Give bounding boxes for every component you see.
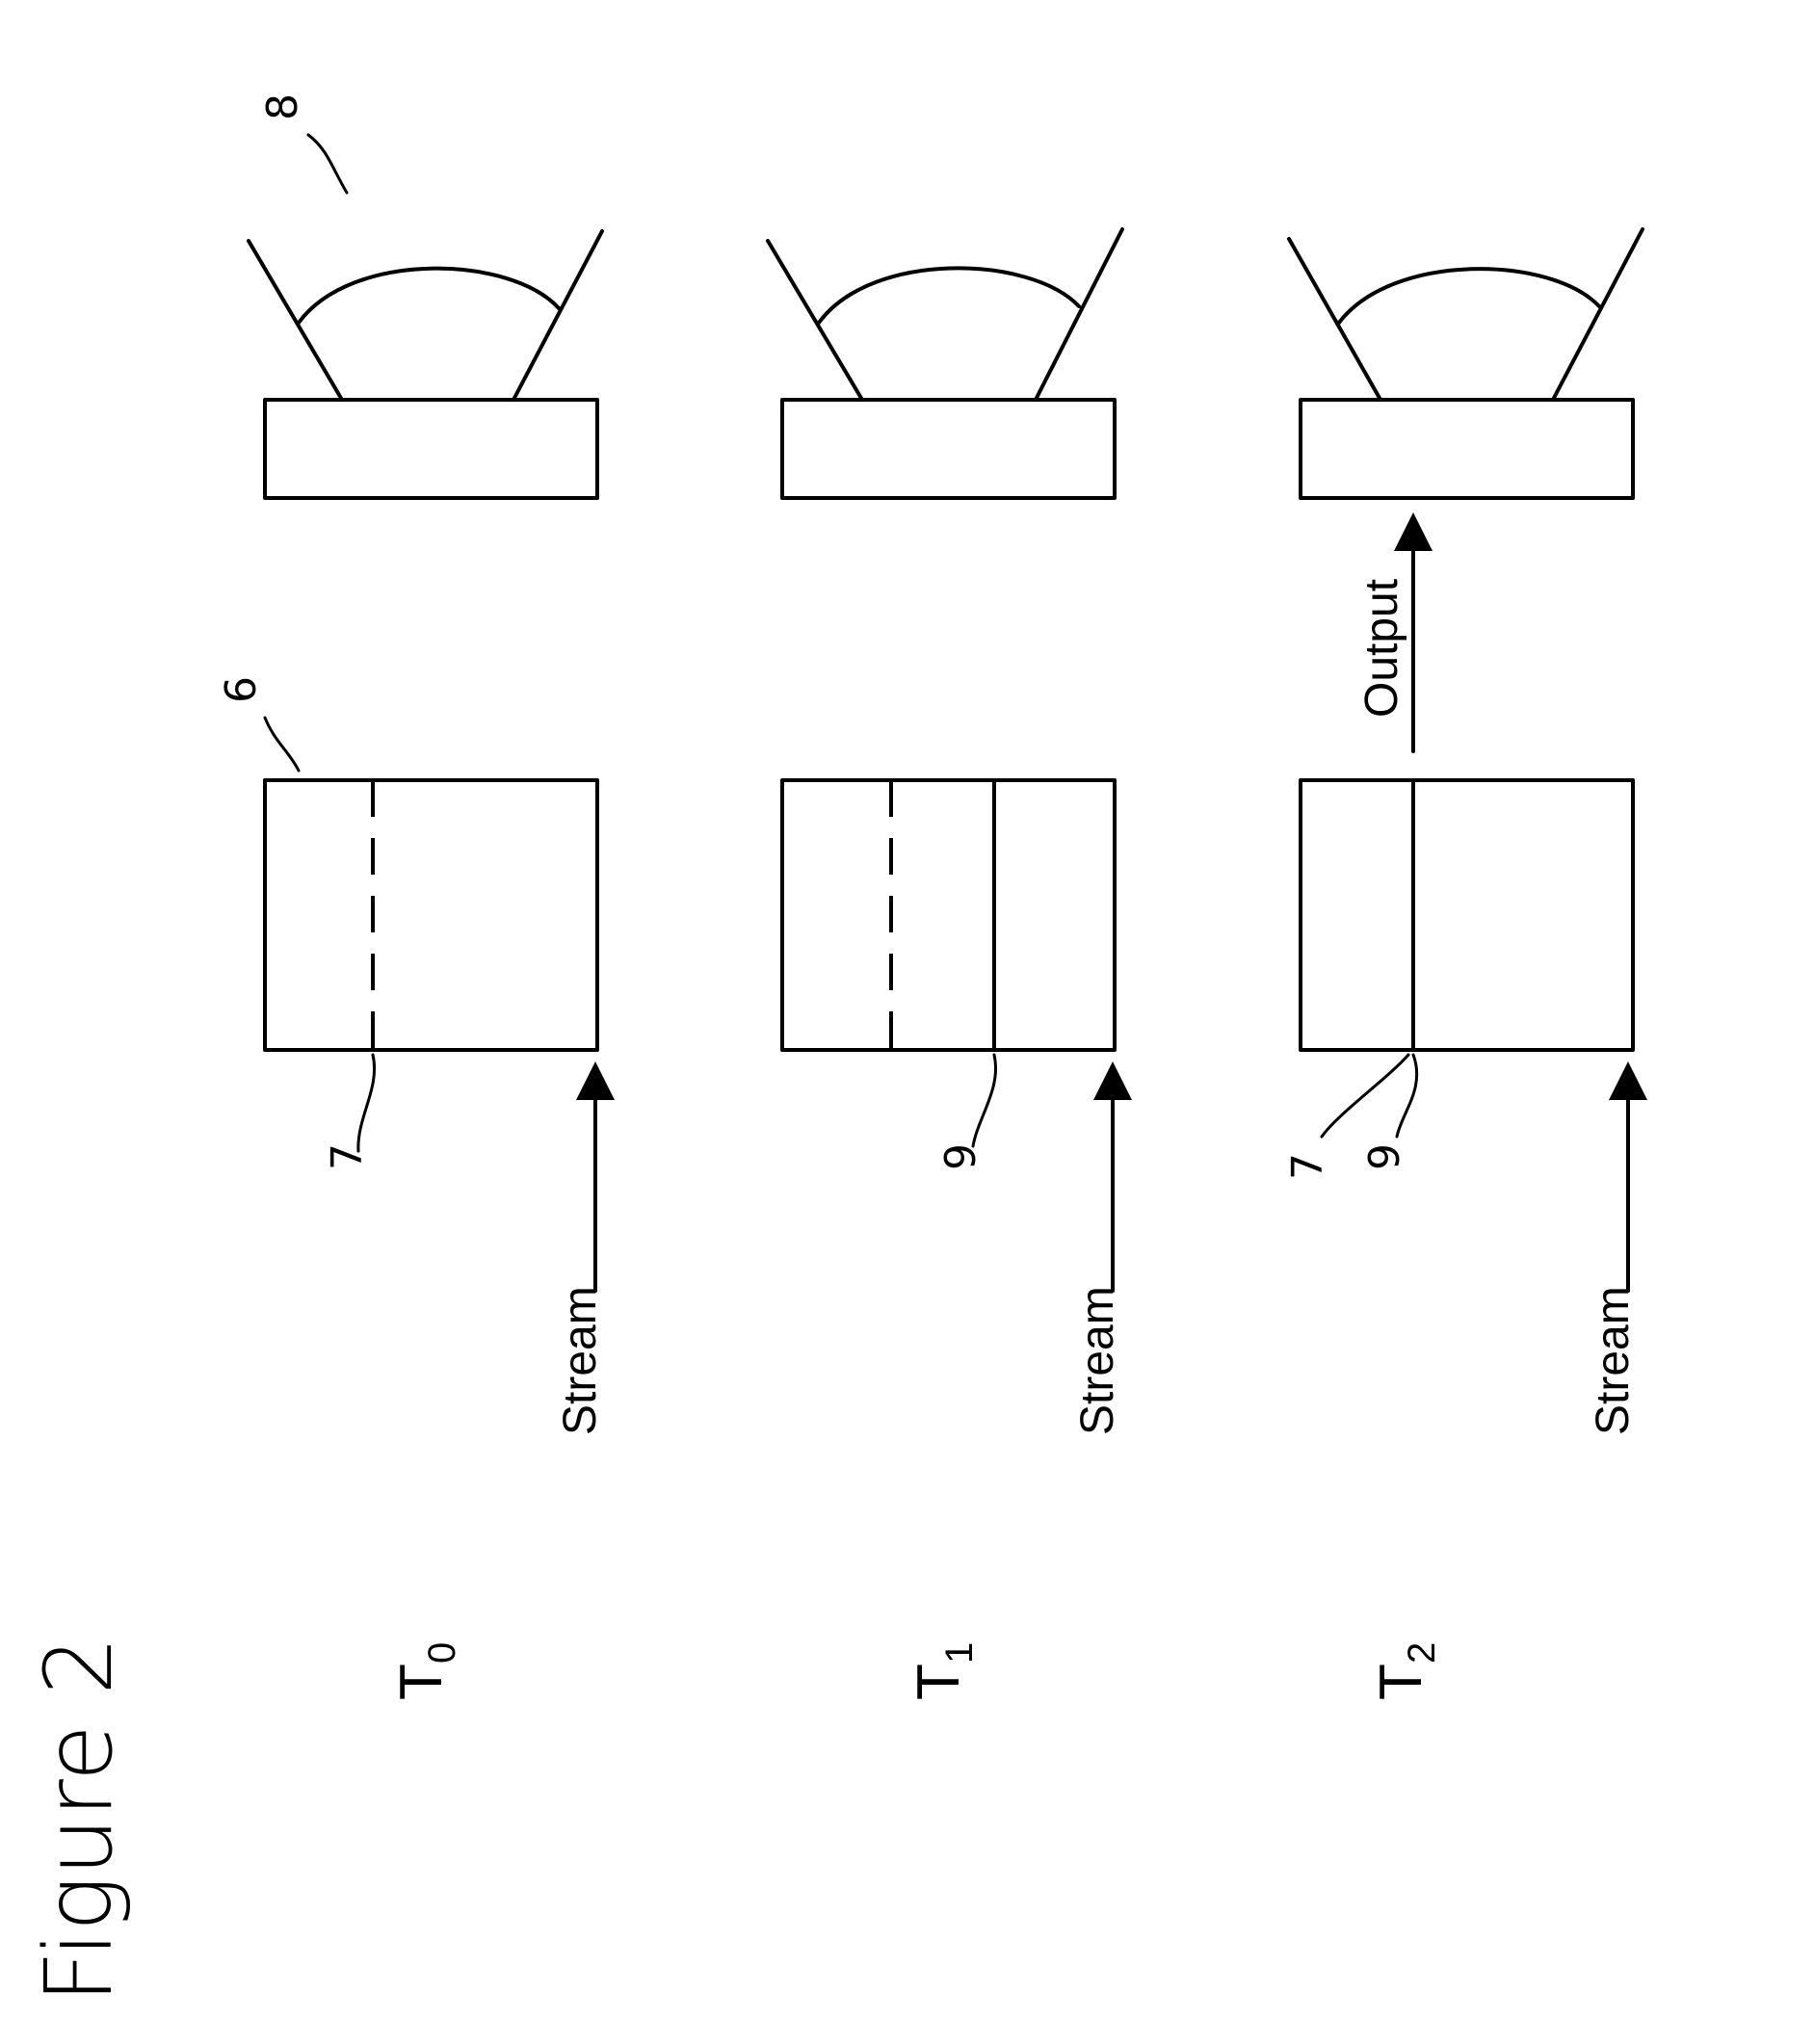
row-t2: T 2 Stream 7 9 Output — [1283, 229, 1643, 1700]
display-box — [782, 400, 1115, 498]
ref-number-8: 8 — [258, 93, 307, 120]
ref-number-6: 6 — [217, 676, 266, 703]
row-t1: T 1 Stream 9 — [768, 229, 1123, 1700]
ref-leader-7 — [1322, 1055, 1408, 1137]
time-label-letter: T — [906, 1664, 972, 1700]
ref-leader-7 — [358, 1055, 375, 1151]
ref-leader-9 — [1397, 1055, 1417, 1137]
ref-leader-9 — [973, 1055, 996, 1146]
ref-number-9: 9 — [936, 1143, 986, 1170]
stream-label: Stream — [555, 1286, 606, 1435]
buffer-box — [265, 780, 597, 1050]
output-label: Output — [1356, 579, 1407, 718]
time-label-subscript: 1 — [938, 1642, 981, 1664]
time-label-letter: T — [1368, 1664, 1434, 1700]
display-light-cone — [249, 231, 602, 400]
stream-label: Stream — [1588, 1286, 1639, 1435]
time-label-t0: T 0 — [388, 1642, 463, 1700]
buffer-box — [782, 780, 1115, 1050]
ref-number-7: 7 — [1283, 1153, 1332, 1180]
display-light-cone — [1289, 229, 1643, 400]
time-label-subscript: 2 — [1401, 1642, 1443, 1664]
figure-title: Figure 2 — [25, 1637, 133, 2004]
display-box — [265, 400, 597, 498]
display-light-cone — [768, 229, 1122, 400]
stream-label: Stream — [1072, 1286, 1123, 1435]
display-box — [1301, 400, 1633, 498]
buffer-box — [1301, 780, 1633, 1050]
time-label-subscript: 0 — [421, 1642, 463, 1664]
ref-number-9: 9 — [1360, 1143, 1409, 1170]
time-label-t1: T 1 — [906, 1642, 981, 1700]
ref-number-7: 7 — [323, 1143, 372, 1170]
ref-leader-6 — [265, 718, 299, 771]
time-label-letter: T — [388, 1664, 455, 1700]
time-label-t2: T 2 — [1368, 1642, 1443, 1700]
row-t0: T 0 Stream 7 6 8 — [217, 93, 606, 1700]
ref-leader-8 — [308, 135, 347, 193]
